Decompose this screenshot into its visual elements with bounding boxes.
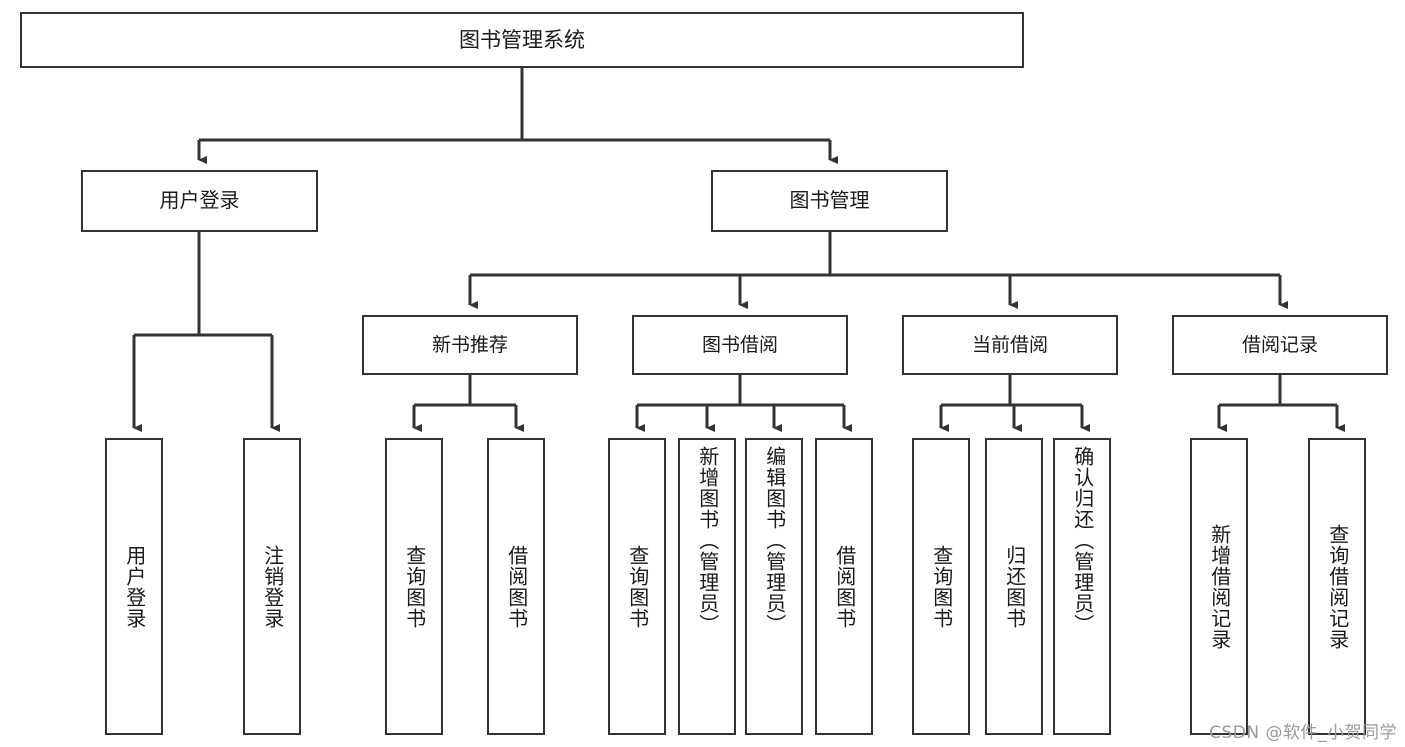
node-leaf-borrow-book[interactable]: 借阅图书	[815, 438, 873, 735]
node-leaf-query-borrow-record[interactable]: 查询借阅记录	[1308, 438, 1366, 735]
node-label: 确认归还（管理员）	[1070, 446, 1095, 635]
node-label: 归还图书	[1002, 544, 1027, 629]
watermark-text: CSDN @软件_小贺同学	[1209, 723, 1397, 743]
node-label: 查询图书	[625, 544, 650, 629]
node-root-system[interactable]: 图书管理系统	[20, 12, 1024, 68]
node-label: 查询图书	[929, 544, 954, 629]
node-leaf-edit-book-admin[interactable]: 编辑图书（管理员）	[745, 438, 803, 735]
node-new-book-recommend[interactable]: 新书推荐	[362, 315, 578, 375]
node-leaf-query-book-recommend[interactable]: 查询图书	[385, 438, 443, 735]
node-label: 新增图书（管理员）	[695, 446, 720, 635]
node-leaf-confirm-return-admin[interactable]: 确认归还（管理员）	[1053, 438, 1111, 735]
node-label: 注销登录	[260, 544, 285, 629]
node-label: 图书借阅	[701, 333, 778, 356]
node-label: 当前借阅	[971, 333, 1048, 356]
node-leaf-query-book-current[interactable]: 查询图书	[912, 438, 970, 735]
node-label: 编辑图书（管理员）	[762, 446, 787, 635]
node-leaf-borrow-book-recommend[interactable]: 借阅图书	[487, 438, 545, 735]
node-label: 用户登录	[122, 544, 147, 629]
node-label: 借阅图书	[504, 544, 529, 629]
node-label: 查询借阅记录	[1325, 523, 1350, 650]
node-current-borrow[interactable]: 当前借阅	[902, 315, 1118, 375]
node-label: 用户登录	[159, 188, 240, 213]
node-leaf-return-book[interactable]: 归还图书	[985, 438, 1043, 735]
node-leaf-user-login[interactable]: 用户登录	[105, 438, 163, 735]
node-book-borrow[interactable]: 图书借阅	[632, 315, 848, 375]
node-leaf-logout[interactable]: 注销登录	[243, 438, 301, 735]
node-label: 新书推荐	[431, 333, 508, 356]
node-label: 图书管理系统	[459, 27, 585, 52]
node-leaf-add-book-admin[interactable]: 新增图书（管理员）	[678, 438, 736, 735]
node-label: 借阅图书	[832, 544, 857, 629]
node-label: 图书管理	[789, 188, 870, 213]
node-user-login[interactable]: 用户登录	[81, 170, 318, 232]
node-leaf-add-borrow-record[interactable]: 新增借阅记录	[1190, 438, 1248, 735]
node-label: 借阅记录	[1241, 333, 1318, 356]
node-label: 查询图书	[402, 544, 427, 629]
node-leaf-query-book[interactable]: 查询图书	[608, 438, 666, 735]
node-label: 新增借阅记录	[1207, 523, 1232, 650]
node-book-management[interactable]: 图书管理	[711, 170, 948, 232]
node-borrow-record[interactable]: 借阅记录	[1172, 315, 1388, 375]
